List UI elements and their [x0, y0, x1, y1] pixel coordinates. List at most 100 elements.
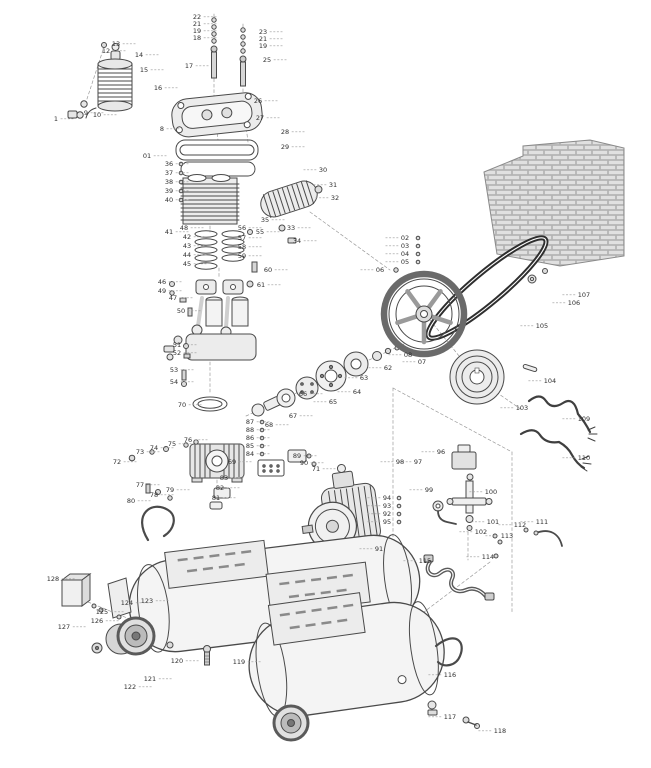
part-label: 44 [183, 251, 191, 259]
part-label: 58 [238, 243, 246, 251]
cylinder-head [171, 92, 263, 138]
part-label: 49 [158, 287, 166, 295]
part-label: 102 [475, 528, 487, 536]
head-gaskets [175, 139, 259, 177]
part-label: 48 [180, 224, 188, 232]
part-label: 126 [91, 617, 103, 625]
part-label: 83 [220, 474, 228, 482]
flex-hose [423, 554, 495, 601]
part-label: 21 [259, 35, 267, 43]
small-fasteners [178, 161, 529, 559]
part-label: 116 [444, 671, 456, 679]
part-label: 29 [281, 143, 289, 151]
part-label: 75 [168, 440, 176, 448]
part-label: 55 [256, 228, 264, 236]
part-label: 85 [246, 442, 254, 450]
pump-body [128, 439, 307, 510]
muffler-clamp [287, 237, 297, 244]
crankshaft-parts [251, 345, 400, 417]
part-label: 53 [170, 366, 178, 374]
part-label: 50 [177, 307, 185, 315]
part-label: 54 [170, 378, 178, 386]
part-label: 104 [544, 377, 556, 385]
part-label: 63 [360, 374, 368, 382]
part-label: 32 [331, 194, 339, 202]
part-label: 127 [58, 623, 70, 631]
part-label: 115 [419, 557, 431, 565]
part-label: 22 [193, 13, 201, 21]
part-label: 23 [259, 28, 267, 36]
part-label: 56 [238, 224, 246, 232]
power-cables [519, 395, 598, 472]
part-label: 105 [536, 322, 548, 330]
part-label: 120 [171, 657, 183, 665]
pressure-switch-assembly [446, 444, 493, 531]
part-label: 72 [113, 458, 121, 466]
tank-lower [248, 592, 480, 742]
part-label: 52 [173, 349, 181, 357]
part-label: 9 [84, 109, 88, 117]
part-label: 01 [143, 152, 151, 160]
part-label: 112 [514, 521, 526, 529]
part-label: 16 [154, 84, 162, 92]
head-bolt-stack-right [239, 27, 247, 87]
part-label: 99 [425, 486, 433, 494]
part-label: 114 [482, 553, 494, 561]
part-label: 17 [185, 62, 193, 70]
part-label: 77 [136, 481, 144, 489]
part-label: 109 [578, 415, 590, 423]
part-label: 90 [300, 459, 308, 467]
part-label: 95 [383, 518, 391, 526]
part-label: 73 [136, 448, 144, 456]
part-label: 13 [112, 40, 120, 48]
part-label: 21 [193, 20, 201, 28]
part-label: 69 [228, 458, 236, 466]
part-label: 14 [135, 51, 143, 59]
part-label: 93 [383, 502, 391, 510]
part-label: 51 [173, 341, 181, 349]
part-label: 06 [376, 266, 384, 274]
part-label: 118 [494, 727, 506, 735]
part-label: 34 [293, 237, 301, 245]
part-label: 78 [150, 491, 158, 499]
part-label: 68 [265, 421, 273, 429]
part-label: 74 [150, 444, 158, 452]
part-label: 98 [396, 458, 404, 466]
part-label: 47 [169, 294, 177, 302]
part-label: 59 [238, 252, 246, 260]
crankcase [163, 333, 257, 412]
part-label: 80 [127, 497, 135, 505]
part-label: 101 [487, 518, 499, 526]
part-label: 66 [299, 390, 307, 398]
part-label: 70 [178, 401, 186, 409]
head-bolt-stack-left [210, 17, 218, 79]
part-label: 25 [263, 56, 271, 64]
part-label: 119 [233, 658, 245, 666]
part-label: 94 [383, 494, 391, 502]
part-label: 38 [165, 178, 173, 186]
intake-muffler [260, 180, 323, 219]
part-label: 76 [184, 436, 192, 444]
part-label: 106 [568, 299, 580, 307]
part-label: 88 [246, 426, 254, 434]
cylinder-block [180, 174, 240, 225]
part-label: 10 [93, 111, 101, 119]
part-label: 79 [166, 486, 174, 494]
part-label: 121 [144, 675, 156, 683]
check-valve [432, 500, 457, 525]
part-label: 82 [216, 484, 224, 492]
part-label: 07 [418, 358, 426, 366]
part-label: 61 [257, 281, 265, 289]
part-label: 122 [124, 683, 136, 691]
part-label: 41 [165, 228, 173, 236]
cooling-shroud-bricks [483, 139, 625, 284]
part-label: 110 [578, 454, 590, 462]
part-label: 33 [287, 224, 295, 232]
muffler-fitting [278, 224, 286, 232]
part-label: 64 [353, 388, 361, 396]
part-label: 30 [319, 166, 327, 174]
part-label: 19 [193, 27, 201, 35]
part-label: 100 [485, 488, 497, 496]
